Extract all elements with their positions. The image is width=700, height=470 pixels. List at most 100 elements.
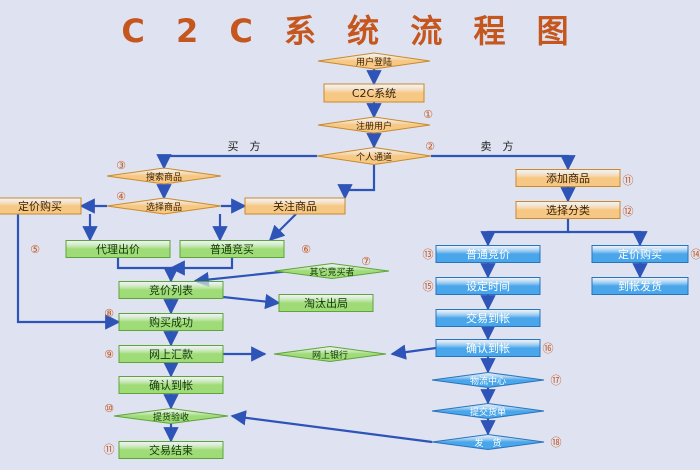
step-number: ⑥ bbox=[301, 243, 311, 256]
node-label: C2C系统 bbox=[352, 87, 396, 100]
node-shape bbox=[244, 197, 346, 215]
node-follow[interactable]: 关注商品 bbox=[244, 197, 346, 215]
connector-34 bbox=[230, 410, 433, 444]
connector-3 bbox=[156, 154, 317, 170]
node-s-confirm[interactable]: 确认到帐 bbox=[435, 339, 541, 357]
node-label: 网上汇款 bbox=[149, 347, 193, 361]
node-search[interactable]: 搜索商品 bbox=[106, 167, 222, 185]
node-deliver[interactable]: 提交货单 bbox=[431, 402, 545, 420]
step-number: ⑱ bbox=[551, 436, 562, 449]
node-channel[interactable]: 个人通道 bbox=[316, 146, 432, 166]
node-shape bbox=[591, 245, 689, 263]
node-set-time[interactable]: 设定时间 bbox=[435, 277, 541, 295]
node-shape bbox=[118, 281, 224, 299]
node-ship[interactable]: 发 货 bbox=[431, 433, 545, 451]
node-s-fixed-ship[interactable]: 到帐发货 bbox=[591, 277, 689, 295]
node-shape bbox=[323, 83, 425, 103]
node-shape bbox=[106, 197, 222, 215]
node-trade-recv[interactable]: 交易到帐 bbox=[435, 309, 541, 327]
step-number: ① bbox=[423, 108, 433, 121]
node-label: 添加商品 bbox=[546, 171, 590, 185]
step-number: ④ bbox=[116, 190, 126, 203]
connector-12 bbox=[116, 258, 179, 283]
node-confirm-recv[interactable]: 确认到帐 bbox=[118, 376, 224, 394]
step-number: ⑧ bbox=[104, 307, 114, 320]
connector-11 bbox=[268, 213, 297, 242]
node-label: 选择分类 bbox=[546, 203, 590, 217]
node-shape bbox=[591, 277, 689, 295]
node-other-buyer[interactable]: 其它竞买者 bbox=[274, 262, 390, 280]
node-s-fixed[interactable]: 定价购买 bbox=[591, 245, 689, 263]
node-done[interactable]: 交易结束 bbox=[118, 441, 224, 459]
step-number: ② bbox=[425, 140, 435, 153]
node-label: 选择商品 bbox=[146, 201, 182, 213]
step-number: ⑯ bbox=[543, 342, 554, 355]
node-label: 确认到帐 bbox=[149, 379, 193, 392]
node-label: 淘汰出局 bbox=[304, 296, 348, 310]
node-bought[interactable]: 购买成功 bbox=[118, 313, 224, 331]
node-shape bbox=[273, 345, 387, 363]
node-bid-list[interactable]: 竞价列表 bbox=[118, 281, 224, 299]
node-netbank[interactable]: 网上银行 bbox=[273, 345, 387, 363]
node-shape bbox=[113, 407, 229, 425]
node-remit[interactable]: 网上汇款 bbox=[118, 345, 224, 363]
node-s-normal-bid[interactable]: 普通竞价 bbox=[435, 245, 541, 263]
node-eliminated[interactable]: 淘汰出局 bbox=[278, 294, 374, 312]
step-number: ⑪ bbox=[623, 174, 634, 187]
side-label-seller: 卖 方 bbox=[481, 139, 514, 153]
node-c2c[interactable]: C2C系统 bbox=[323, 83, 425, 103]
connector-14 bbox=[193, 269, 291, 288]
page-title: C 2 C 系 统 流 程 图 bbox=[121, 12, 579, 50]
node-label: 竞价列表 bbox=[149, 283, 193, 297]
node-label: 其它竞买者 bbox=[309, 266, 354, 278]
node-label: 确认到帐 bbox=[466, 342, 510, 355]
node-label: 物流中心 bbox=[470, 375, 506, 387]
connector-8 bbox=[337, 165, 376, 200]
step-number: ⑪ bbox=[104, 443, 115, 456]
node-shape bbox=[118, 376, 224, 394]
node-normal-bid[interactable]: 普通竞买 bbox=[179, 240, 285, 258]
connector-26 bbox=[568, 230, 648, 247]
node-label: 普通竞价 bbox=[466, 247, 510, 261]
step-number: ③ bbox=[116, 159, 126, 172]
node-shape bbox=[316, 146, 432, 166]
step-number: ⑭ bbox=[691, 248, 700, 261]
node-shape bbox=[317, 116, 431, 134]
node-select[interactable]: 选择商品 bbox=[106, 197, 222, 215]
node-logistics[interactable]: 物流中心 bbox=[431, 371, 545, 389]
node-label: 搜索商品 bbox=[146, 171, 182, 183]
node-label: 注册用户 bbox=[356, 120, 392, 132]
step-number: ⑩ bbox=[104, 402, 114, 415]
node-shape bbox=[65, 240, 171, 258]
node-label: 个人通道 bbox=[356, 151, 392, 163]
node-shape bbox=[515, 201, 621, 219]
node-label: 用户登陆 bbox=[356, 56, 392, 68]
node-shape bbox=[435, 339, 541, 357]
node-shape bbox=[179, 240, 285, 258]
node-label: 发 货 bbox=[474, 437, 501, 449]
node-fixed-buy-left[interactable]: 定价购买 bbox=[0, 197, 82, 215]
node-inspect[interactable]: 提货验收 bbox=[113, 407, 229, 425]
node-add-item[interactable]: 添加商品 bbox=[515, 169, 621, 187]
node-proxy-bid[interactable]: 代理出价 bbox=[65, 240, 171, 258]
node-category[interactable]: 选择分类 bbox=[515, 201, 621, 219]
node-shape bbox=[118, 441, 224, 459]
node-label: 提货验收 bbox=[153, 411, 189, 423]
node-login[interactable]: 用户登陆 bbox=[317, 52, 431, 70]
node-shape bbox=[118, 345, 224, 363]
step-number: ⑰ bbox=[551, 374, 562, 387]
node-label: 定价购买 bbox=[18, 199, 62, 213]
node-label: 购买成功 bbox=[149, 315, 193, 329]
node-shape bbox=[431, 433, 545, 451]
node-register[interactable]: 注册用户 bbox=[317, 116, 431, 134]
node-shape bbox=[435, 245, 541, 263]
node-shape bbox=[118, 313, 224, 331]
node-label: 提交货单 bbox=[470, 406, 506, 418]
step-number: ⑦ bbox=[361, 255, 371, 268]
step-number: ⑤ bbox=[30, 243, 40, 256]
connector-13 bbox=[169, 258, 234, 276]
node-shape bbox=[278, 294, 374, 312]
node-shape bbox=[0, 197, 82, 215]
node-label: 普通竞买 bbox=[210, 242, 254, 256]
connector-25 bbox=[480, 218, 570, 247]
